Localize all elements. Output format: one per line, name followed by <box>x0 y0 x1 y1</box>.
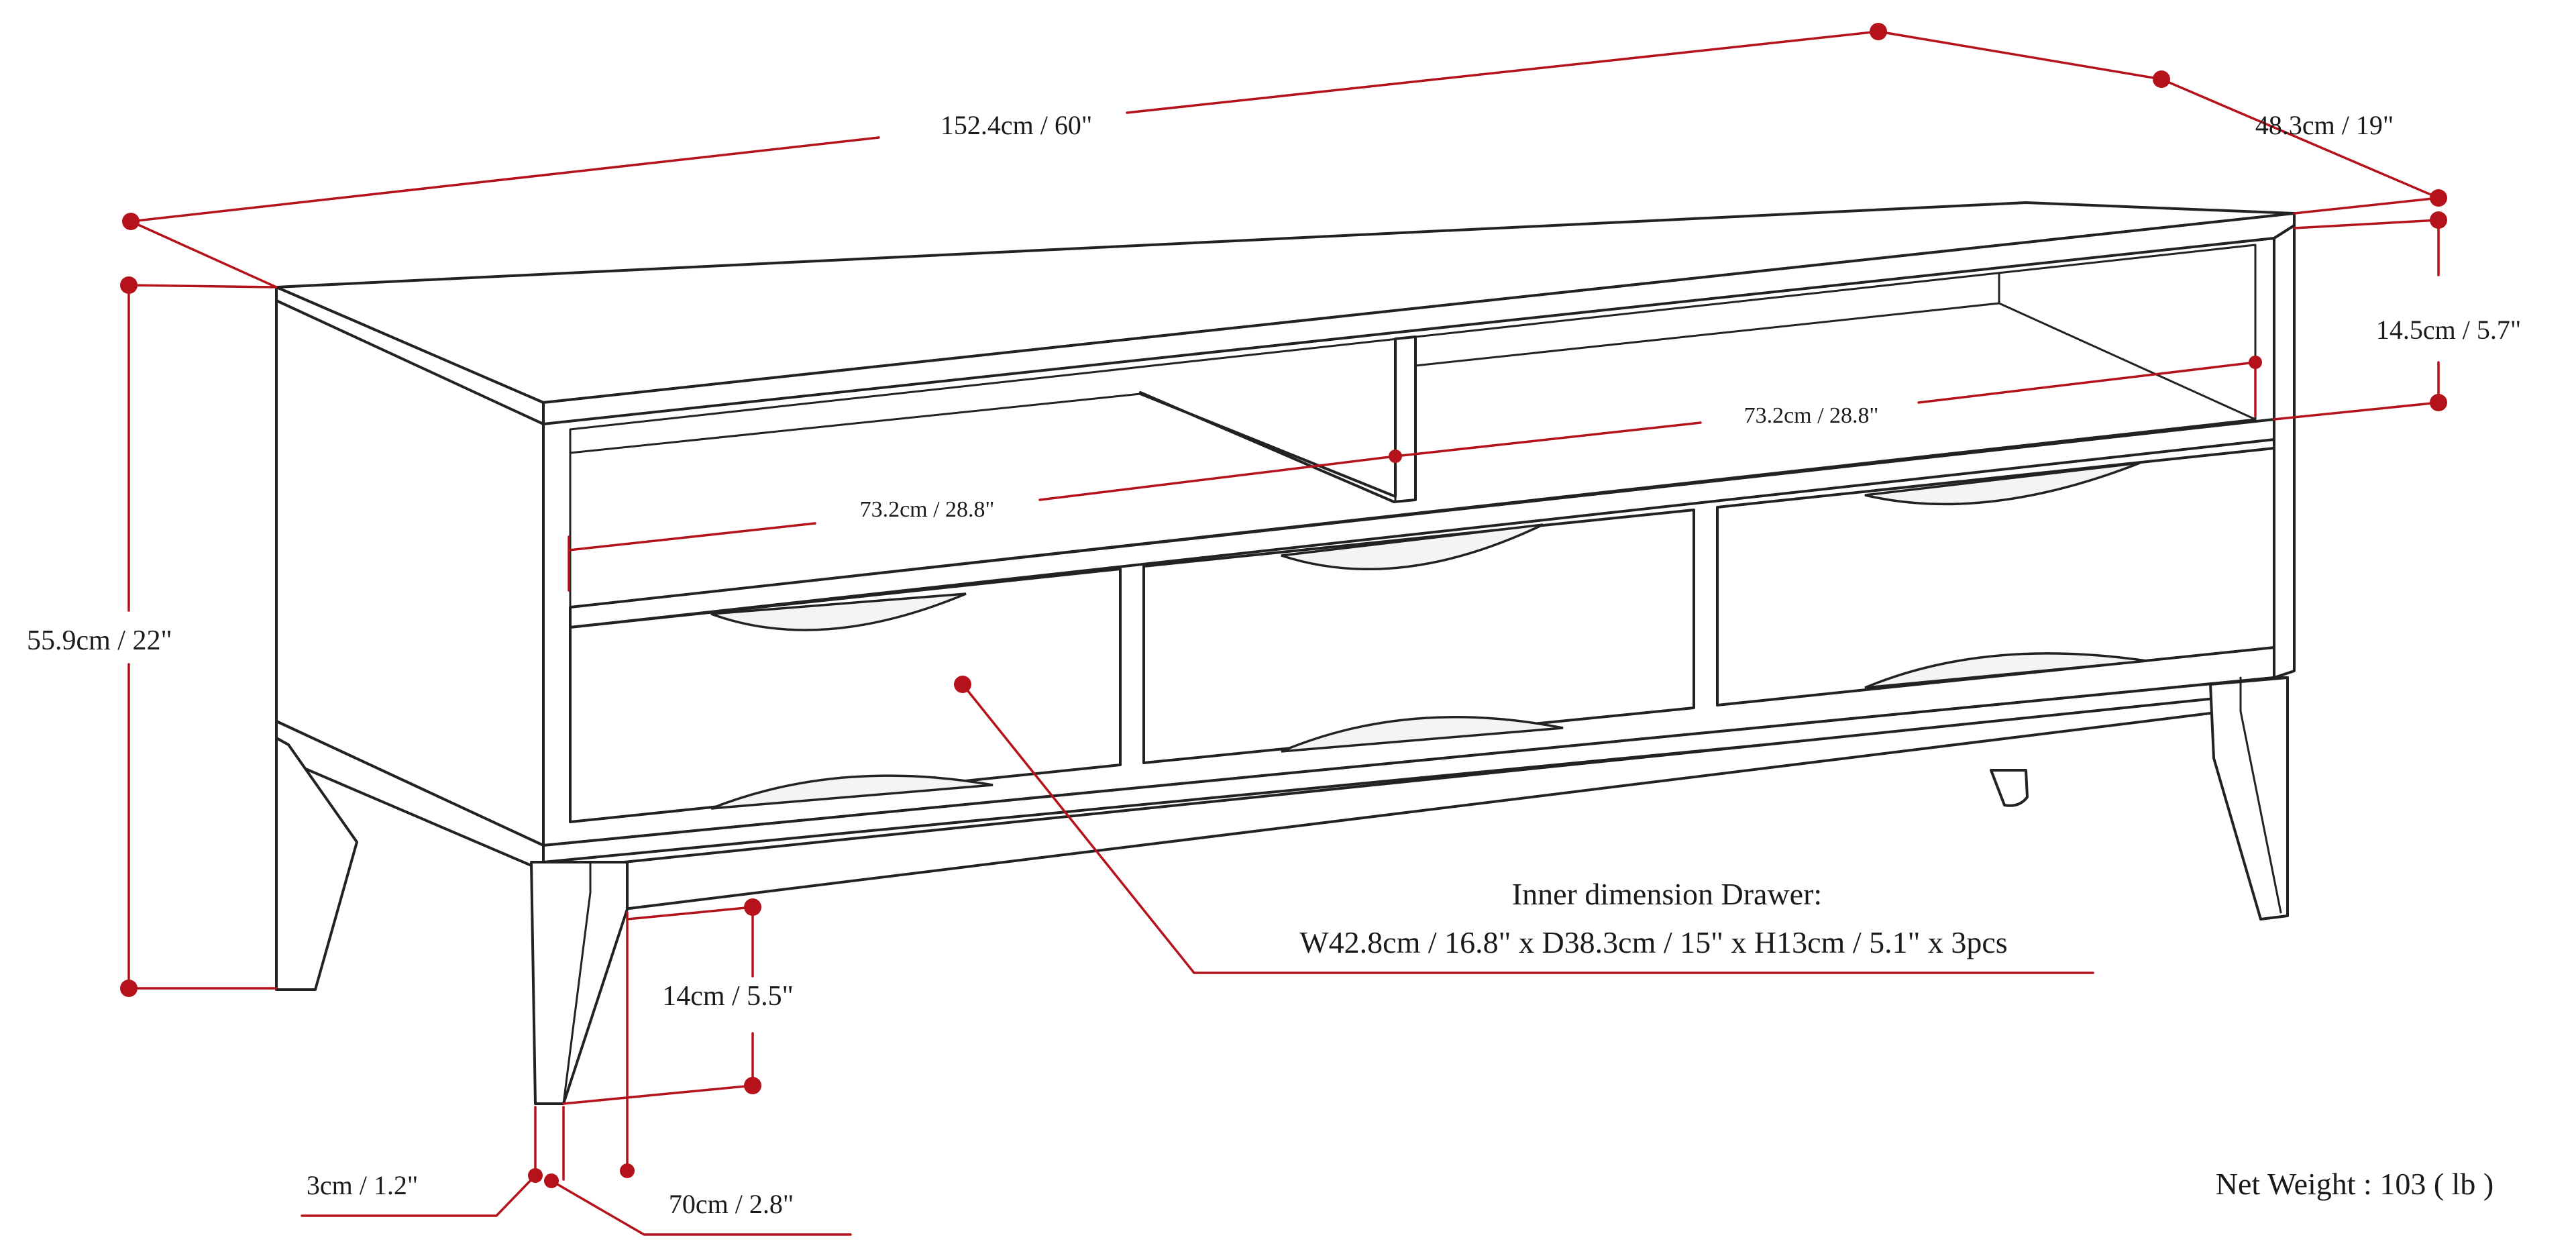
overall-width-label: 152.4cm / 60" <box>941 110 1092 140</box>
drawer-middle-bottom-handle <box>1281 716 1564 753</box>
left-shelf-width-label: 73.2cm / 28.8" <box>860 497 995 522</box>
overall-height-label: 55.9cm / 22" <box>27 625 172 656</box>
depth-line-a <box>1877 30 2163 81</box>
drawer-right-bottom-handle <box>1864 652 2147 689</box>
leg-thickness-label: 3cm / 1.2" <box>307 1170 418 1200</box>
leg-height-leader-bottom <box>562 1084 754 1105</box>
leg-thickness-leader <box>301 1174 537 1217</box>
leg-height-leader-top <box>626 906 754 921</box>
front-right-leg-edge <box>2239 676 2282 914</box>
drawer-left-bottom-handle <box>710 774 994 810</box>
depth-label: 48.3cm / 19" <box>2255 110 2394 140</box>
overall-width-line-left <box>129 136 880 223</box>
shelf-back-line-left <box>569 392 1142 454</box>
drawer-left-top-handle <box>710 592 967 631</box>
tv-stand-drawing <box>275 201 2296 1105</box>
back-left-leg <box>275 737 358 991</box>
left-shelf-width-line-b <box>1038 455 1397 501</box>
top-left-edge <box>275 286 545 425</box>
drawer-note-detail: W42.8cm / 16.8" x D38.3cm / 15" x H13cm … <box>1299 925 2007 959</box>
right-shelf-width-line-a <box>1394 421 1702 458</box>
drawer-middle-top-handle <box>1281 523 1544 570</box>
leg-width-label: 70cm / 2.8" <box>669 1189 794 1219</box>
shelf-height-leader-top <box>2293 219 2440 229</box>
drawer-right-top-handle <box>1864 462 2141 506</box>
depth-leader <box>2293 197 2440 215</box>
overall-width-leader <box>129 220 278 289</box>
shelf-floor <box>569 418 2275 629</box>
front-right-leg <box>2209 676 2289 921</box>
drawer-note-leader <box>961 683 2094 974</box>
front-left-leg-edge <box>562 861 592 1105</box>
dimension-labels: 152.4cm / 60" 48.3cm / 19" 55.9cm / 22" … <box>27 110 2521 1219</box>
right-shelf-width-line-b <box>1917 361 2257 404</box>
shelf-height-leader-bottom <box>2273 401 2440 421</box>
overall-width-line-right <box>1126 30 1880 114</box>
drawer-note-title: Inner dimension Drawer: <box>1512 877 1822 911</box>
net-weight-label: Net Weight : 103 ( lb ) <box>2216 1167 2494 1201</box>
shelf-right-inner <box>1998 272 2257 421</box>
leg-width-leader <box>550 1180 852 1236</box>
leg-height-label: 14cm / 5.5" <box>662 981 794 1012</box>
dimension-lines <box>120 23 2447 1236</box>
left-shelf-width-line-a <box>568 522 816 552</box>
shelf-back-line-right <box>1414 302 2000 367</box>
overall-height-leader-top <box>127 284 278 289</box>
depth-dot-mid <box>2153 70 2170 88</box>
leg-width-dot <box>620 1163 635 1178</box>
shelf-divider <box>1139 335 1417 503</box>
right-shelf-width-label: 73.2cm / 28.8" <box>1744 403 1879 428</box>
drawer-front-left <box>569 568 1122 823</box>
shelf-opening-height-label: 14.5cm / 5.7" <box>2376 315 2521 345</box>
back-right-leg <box>1990 769 2029 807</box>
depth-line-b <box>2160 78 2440 199</box>
right-side-panel <box>2273 212 2296 679</box>
base-left-apron-side <box>287 760 533 867</box>
